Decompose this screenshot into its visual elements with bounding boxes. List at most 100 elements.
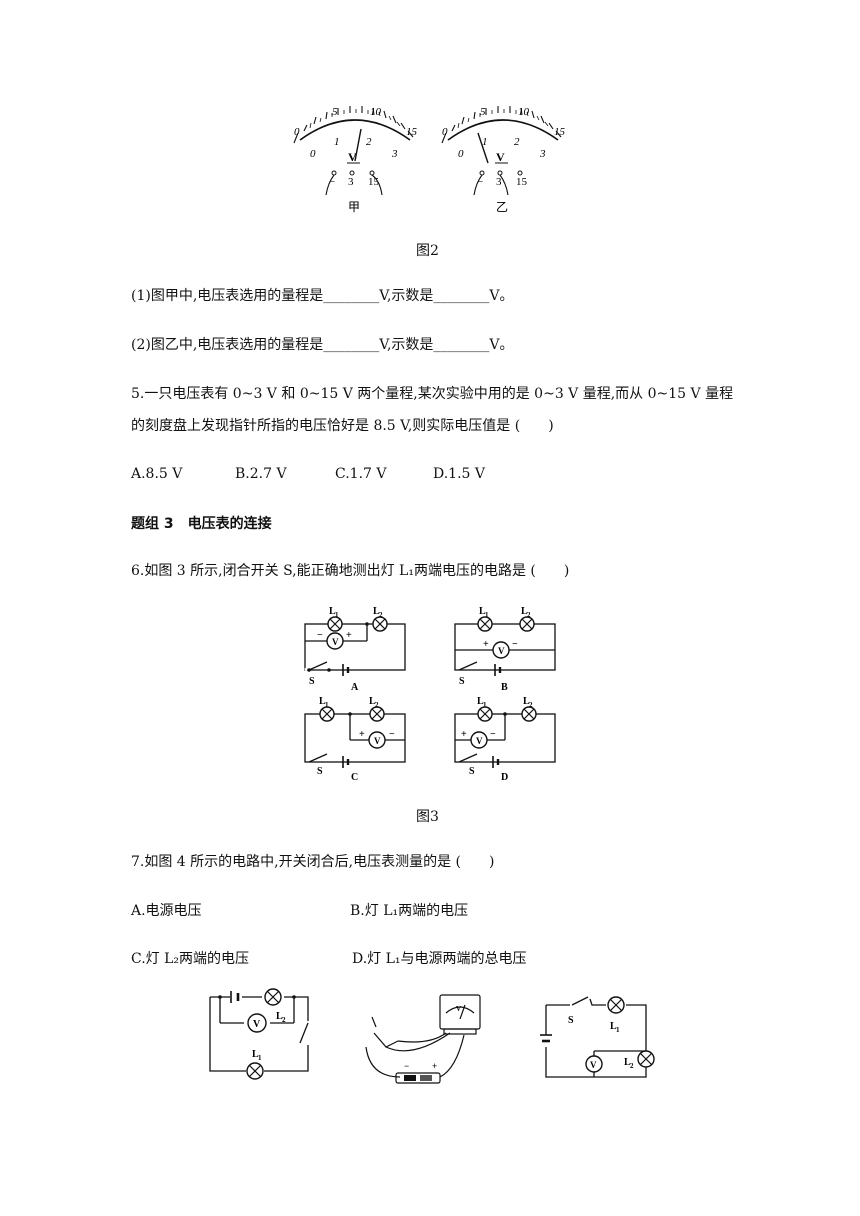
option-a: A.电源电压 (131, 903, 202, 919)
scale-upper-15: 15 (554, 126, 566, 138)
voltmeter-jia: 0 5 10 15 0 1 2 3 V − 3 15 甲 (293, 105, 418, 214)
svg-text:V: V (374, 736, 381, 746)
circuit-label-c: C (351, 772, 358, 783)
svg-text:2: 2 (379, 611, 383, 619)
svg-text:L: L (479, 606, 486, 617)
meter-face-v: V (456, 1005, 461, 1013)
svg-text:−: − (389, 729, 395, 740)
meter-label-jia: 甲 (348, 200, 360, 214)
question-5-line-1: 5.一只电压表有 0~3 V 和 0~15 V 两个量程,某次实验中用的是 0~… (131, 386, 734, 402)
svg-text:L: L (521, 606, 528, 617)
svg-text:−: − (317, 630, 323, 641)
scale-lower-2: 2 (366, 136, 372, 148)
scale-upper-0: 0 (442, 126, 448, 138)
svg-text:1: 1 (335, 611, 339, 619)
lamp-l2-icon (519, 616, 535, 632)
scale-lower-2: 2 (514, 136, 520, 148)
option-d: D.灯 L₁与电源两端的总电压 (352, 951, 527, 967)
svg-text:1: 1 (258, 1054, 262, 1062)
figure-2: 0 5 10 15 0 1 2 3 V − 3 15 甲 0 5 10 15 0… (293, 105, 566, 214)
svg-text:L: L (477, 696, 484, 707)
unit-v: V (348, 150, 357, 164)
lamp-l1-icon (319, 706, 335, 722)
svg-text:1: 1 (616, 1026, 620, 1034)
scale-lower-3: 3 (391, 148, 398, 160)
lamp-l2-label: L (276, 1011, 283, 1022)
svg-text:+: + (359, 729, 365, 740)
lamp-l2-label: L (624, 1057, 631, 1068)
circuit-a (304, 623, 406, 676)
switch-label: S (568, 1015, 574, 1026)
terminal-15: 15 (368, 176, 380, 188)
option-c: C.灯 L₂两端的电压 (131, 951, 250, 967)
svg-text:S: S (459, 676, 465, 687)
scale-upper-0: 0 (294, 126, 300, 138)
lamp-l2-icon (372, 616, 388, 632)
svg-text:L: L (523, 696, 530, 707)
scale-upper-10: 10 (518, 106, 530, 118)
terminal-minus: − (329, 176, 335, 188)
terminal-3: 3 (496, 176, 502, 188)
circuit-label-a: A (351, 682, 359, 693)
svg-text:S: S (317, 766, 323, 777)
option-a: A.8.5 V (131, 466, 183, 482)
lamp-l1-label: L (252, 1049, 259, 1060)
circuit-right (540, 996, 647, 1078)
scale-upper-5: 5 (332, 106, 338, 118)
section-title: 题组 3 电压表的连接 (131, 516, 272, 532)
lamp-l1-icon (477, 706, 493, 722)
svg-text:V: V (498, 646, 505, 656)
question-4-part-1: (1)图甲中,电压表选用的量程是________V,示数是________V。 (131, 288, 514, 304)
circuit-label-b: B (501, 682, 508, 693)
unit-v: V (496, 150, 505, 164)
circuit-left (209, 991, 309, 1072)
option-c: C.1.7 V (335, 466, 387, 482)
scale-upper-5: 5 (480, 106, 486, 118)
svg-text:−: − (490, 729, 496, 740)
question-6-text: 6.如图 3 所示,闭合开关 S,能正确地测出灯 L₁两端电压的电路是 ( ) (131, 563, 570, 579)
svg-text:+: + (461, 729, 467, 740)
terminal-3: 3 (348, 176, 354, 188)
figure-3-caption: 图3 (416, 809, 439, 825)
voltmeter-icon (247, 1013, 267, 1033)
figure-2-caption: 图2 (416, 243, 439, 259)
scale-lower-1: 1 (334, 136, 340, 148)
question-5-line-2: 的刻度盘上发现指针所指的电压恰好是 8.5 V,则实际电压值是 ( ) (131, 418, 554, 434)
option-d: D.1.5 V (433, 466, 486, 482)
switch-label: S (309, 676, 315, 687)
lamp-l1-icon (477, 616, 493, 632)
question-4-part-2: (2)图乙中,电压表选用的量程是________V,示数是________V。 (131, 337, 514, 353)
lamp-l1-icon (327, 616, 343, 632)
option-b: B.灯 L₁两端的电压 (350, 903, 469, 919)
svg-text:−: − (512, 639, 518, 650)
svg-text:2: 2 (375, 701, 379, 709)
svg-text:2: 2 (529, 701, 533, 709)
lamp-l1-label: L (610, 1021, 617, 1032)
svg-text:L: L (369, 696, 376, 707)
question-7-text: 7.如图 4 所示的电路中,开关闭合后,电压表测量的是 ( ) (131, 854, 495, 870)
scale-lower-0: 0 (310, 148, 316, 160)
voltmeter-yi: 0 5 10 15 0 1 2 3 V − 3 15 乙 (441, 105, 566, 214)
scale-upper-10: 10 (370, 106, 382, 118)
physical-circuit (365, 994, 481, 1084)
battery-minus: − (404, 1061, 409, 1071)
terminal-15: 15 (516, 176, 528, 188)
voltmeter-icon (585, 1055, 603, 1073)
scale-lower-0: 0 (458, 148, 464, 160)
lamp-l2-icon (521, 706, 537, 722)
scale-lower-3: 3 (539, 148, 546, 160)
lamp-l2-icon (369, 706, 385, 722)
circuit-c (304, 713, 406, 768)
terminal-minus: − (477, 176, 483, 188)
meter-label-yi: 乙 (496, 200, 508, 214)
scale-upper-15: 15 (406, 126, 418, 138)
svg-text:1: 1 (325, 701, 329, 709)
lamp-l1-icon (607, 996, 625, 1014)
pointer-needle (477, 132, 489, 164)
lamp-l1-label: L (329, 606, 336, 617)
voltmeter-label: V (332, 637, 339, 647)
svg-text:1: 1 (485, 611, 489, 619)
svg-text:V: V (476, 736, 483, 746)
